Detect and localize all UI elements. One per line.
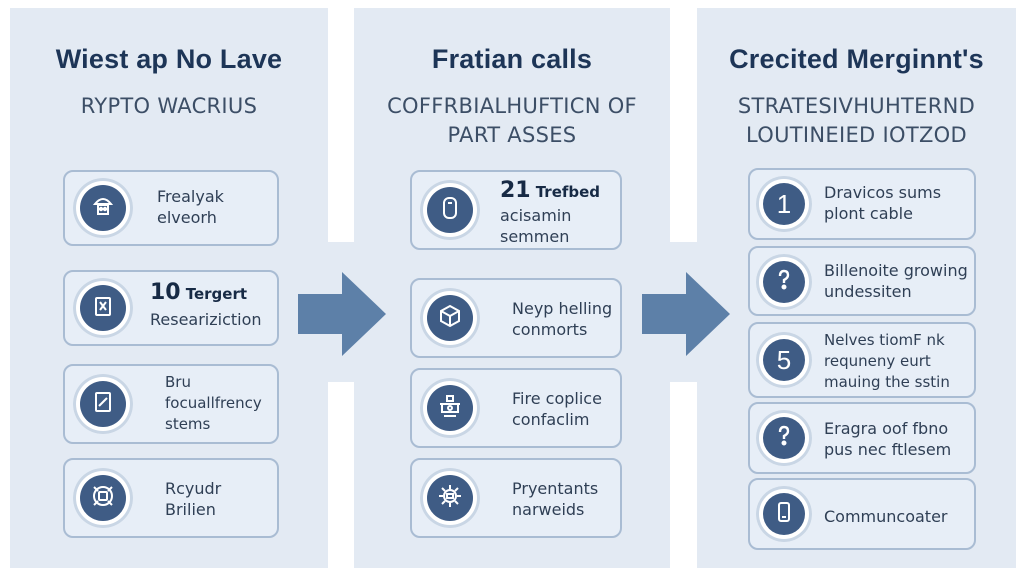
machine-icon [436,392,464,425]
panel-2: Fratian calls COFFRBIALHUFTICN OF PART A… [354,8,670,568]
card-text: pus nec ftlesem [824,440,952,459]
panel-subtitle: RYPTO WACRIUS [10,92,328,121]
question-icon [770,266,798,299]
card-text: narweids [512,500,585,519]
icon-circle: 1 [756,176,812,232]
card-number-label: Trefbed [535,183,601,201]
panel-title: Crecited Merginnt's [729,44,984,74]
card-text: Neyp helling [512,299,613,318]
icon-circle [756,410,812,466]
card-1: 21 Trefbed acisamin semmen [410,170,622,250]
card-text: mauing the sstin [824,373,950,391]
arrow-right-icon [642,272,730,356]
panel-1: Wiest ap No Lave RYPTO WACRIUS Frealyak … [10,8,328,568]
icon-circle: 5 [756,332,812,388]
card-2: Billenoite growing undessiten [748,246,976,316]
number-badge: 5 [776,344,792,375]
card-text: Eragra oof fbno [824,419,949,438]
panel-title: Fratian calls [431,44,593,74]
card-text: Frealyak [157,187,224,206]
card-text: conmorts [512,320,588,339]
card-4: Eragra oof fbno pus nec ftlesem [748,402,976,474]
card-text: Rcyudr [165,479,222,498]
card-text: semmen [500,227,570,246]
smartphone-icon [436,194,464,227]
card-text: Communcoater [824,507,948,526]
icon-circle [73,468,133,528]
card-text: Dravicos sums [824,183,942,202]
subtitle-line: COFFRBIALHUFTICN OF [387,94,637,118]
card-number: 10 [150,280,181,305]
card-4: Pryentants narweids [410,458,622,538]
icon-circle [73,178,133,238]
card-4: Rcyudr Brilien [63,458,279,538]
card-number-label: Tergert [185,285,248,303]
card-1: Frealyak elveorh [63,170,279,246]
icon-circle [420,180,480,240]
card-text: Bru [165,373,191,391]
icon-circle [420,288,480,348]
card-text: confaclim [512,410,590,429]
card-text: Fire coplice [512,389,602,408]
clipboard-icon [89,388,117,421]
subtitle-line: PART ASSES [447,123,577,147]
document-icon [89,292,117,325]
card-text: focuallfrency [165,394,262,412]
card-text: Billenoite growing [824,261,968,280]
card-number: 21 [500,178,531,203]
gear-icon [436,482,464,515]
subtitle-line: STRATESIVHUHTERND [737,94,976,118]
card-text: undessiten [824,282,912,301]
panel-subtitle: COFFRBIALHUFTICN OF PART ASSES [354,92,670,150]
card-text: requneny eurt [824,352,931,370]
phone-icon [770,498,798,531]
robot-icon [89,192,117,225]
card-1: 1 Dravicos sums plont cable [748,168,976,240]
icon-circle [420,468,480,528]
icon-circle [420,378,480,438]
panel-subtitle: STRATESIVHUHTERND LOUTINEIED IOTZOD [697,92,1016,150]
card-text: Pryentants [512,479,599,498]
target-icon [89,482,117,515]
icon-circle [756,486,812,542]
card-text: acisamin [500,206,572,225]
card-3: 5 Nelves tiomF nk requneny eurt mauing t… [748,322,976,398]
arrow-right-icon [298,272,386,356]
icon-circle [73,278,133,338]
card-text: Brilien [165,500,216,519]
number-badge: 1 [776,188,792,219]
panel-title: Wiest ap No Lave [55,44,283,74]
card-text: plont cable [824,204,913,223]
card-3: Fire coplice confaclim [410,368,622,448]
icon-circle [73,374,133,434]
card-text: elveorh [157,208,217,227]
icon-circle [756,254,812,310]
subtitle-line: RYPTO WACRIUS [80,94,258,118]
subtitle-line: LOUTINEIED IOTZOD [746,123,967,147]
card-text: Researiziction [150,310,262,329]
card-2: Neyp helling conmorts [410,278,622,358]
question-icon [770,422,798,455]
cube-icon [436,302,464,335]
card-5: Communcoater [748,478,976,550]
card-3: Bru focuallfrency stems [63,364,279,444]
panel-3: Crecited Merginnt's STRATESIVHUHTERND LO… [697,8,1016,568]
card-text: stems [165,415,211,433]
card-2: 10 Tergert Researiziction [63,270,279,346]
card-text: Nelves tiomF nk [824,331,945,349]
